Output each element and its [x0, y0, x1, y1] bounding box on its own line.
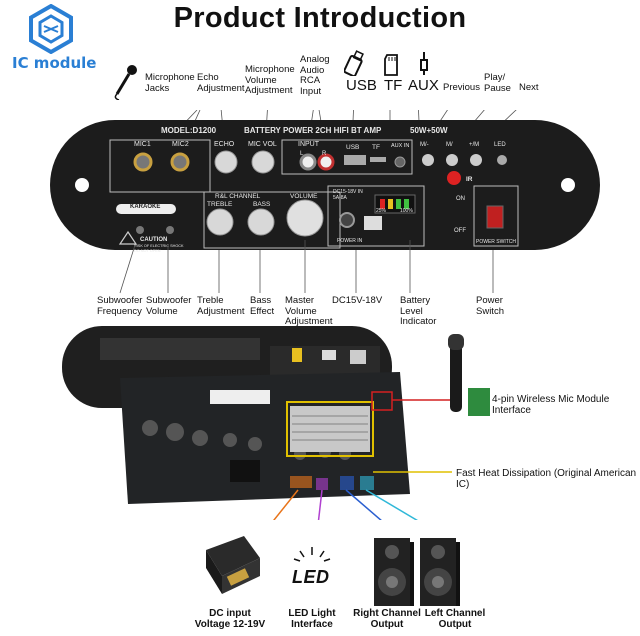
label-power-switch: Power Switch	[476, 295, 504, 317]
label-left-channel: Left Channel Output	[424, 608, 486, 630]
usb-drive-icon	[344, 50, 364, 76]
panel-on: ON	[456, 196, 465, 202]
panel-input-r: R	[322, 151, 327, 157]
panel-m-minus: M/-	[420, 142, 429, 148]
panel-usb: USB	[346, 144, 360, 151]
amplifier-front-panel	[50, 110, 600, 250]
panel-header: BATTERY POWER 2CH HIFI BT AMP	[244, 126, 382, 135]
panel-aux-in: AUX IN	[391, 143, 410, 149]
label-usb: USB	[346, 77, 377, 94]
label-previous: Previous	[443, 82, 480, 93]
led-text: LED	[292, 567, 330, 587]
panel-pct-25: 25%	[376, 208, 387, 214]
panel-ir: IR	[466, 176, 473, 183]
label-subwoofer-frequency: Subwoofer Frequency	[97, 295, 143, 317]
panel-mic1: MIC1	[134, 141, 151, 148]
label-analog-input: Analog Audio RCA Input	[300, 54, 330, 97]
panel-echo: ECHO	[214, 141, 235, 148]
speaker-pair-icon	[374, 538, 460, 606]
panel-karaoke: KARAOKE	[130, 204, 161, 210]
label-wireless-mic-interface: 4-pin Wireless Mic Module Interface	[492, 394, 610, 416]
aux-plug-icon	[420, 52, 428, 75]
label-tf: TF	[384, 77, 403, 94]
panel-m-play: M/	[446, 142, 453, 148]
amplifier-pcb-board	[62, 326, 490, 520]
label-next: Next	[519, 82, 539, 93]
panel-power-switch: POWER SWITCH	[476, 239, 516, 245]
panel-off: OFF	[454, 228, 466, 234]
panel-m-plus: +/M	[469, 142, 480, 148]
label-master-volume: Master Volume Adjustment	[285, 295, 333, 327]
label-microphone-jacks: Microphone Jacks	[145, 72, 195, 94]
label-battery-indicator: Battery Level Indicator	[400, 295, 437, 327]
panel-power-rating: 50W+50W	[410, 126, 448, 135]
panel-rl-channel: R&L CHANNEL	[215, 193, 261, 200]
hexagon-logo-icon	[29, 4, 73, 54]
label-right-channel: Right Channel Output	[353, 608, 421, 630]
power-adapter-icon	[206, 536, 260, 594]
label-mic-volume: Microphone Volume Adjustment	[245, 64, 295, 96]
label-subwoofer-volume: Subwoofer Volume	[146, 295, 192, 317]
panel-treble: TREBLE	[207, 201, 233, 208]
panel-dc-spec: DC15-18V IN 5A-8A	[333, 189, 363, 201]
panel-caution-sub: RISK OF ELECTRIC SHOCK DO NOT OPEN	[134, 244, 184, 253]
panel-bass: BASS	[253, 201, 271, 208]
label-aux: AUX	[408, 77, 439, 94]
panel-caution: CAUTION	[140, 237, 168, 243]
panel-input: INPUT	[298, 141, 319, 148]
panel-power-in: POWER IN	[337, 238, 363, 244]
label-treble-adjustment: Treble Adjustment	[197, 295, 245, 317]
microphone-icon	[114, 65, 137, 100]
label-play-pause: Play/ Pause	[484, 72, 511, 94]
label-bass-effect: Bass Effect	[250, 295, 275, 317]
page-title: Product Introduction	[173, 2, 467, 34]
panel-leader-lines	[119, 240, 494, 294]
panel-model: MODEL:D1200	[161, 126, 217, 135]
brand-name: IC module	[12, 54, 97, 72]
panel-mic2: MIC2	[172, 141, 189, 148]
led-icon	[293, 547, 331, 562]
label-led-interface: LED Light Interface	[288, 608, 336, 630]
panel-tf: TF	[372, 144, 380, 151]
label-dc-input: DC input Voltage 12-19V	[194, 608, 266, 630]
panel-volume: VOLUME	[290, 193, 318, 200]
panel-mic-vol: MIC VOL	[248, 141, 277, 148]
panel-input-l: L	[300, 151, 304, 157]
label-echo-adjustment: Echo Adjustment	[197, 72, 245, 94]
sd-card-icon	[384, 54, 398, 76]
label-heat-dissipation: Fast Heat Dissipation (Original American…	[456, 468, 637, 490]
label-dc-voltage: DC15V-18V	[332, 295, 383, 306]
panel-led: LED	[494, 142, 506, 148]
panel-pct-100: 100%	[400, 208, 413, 214]
